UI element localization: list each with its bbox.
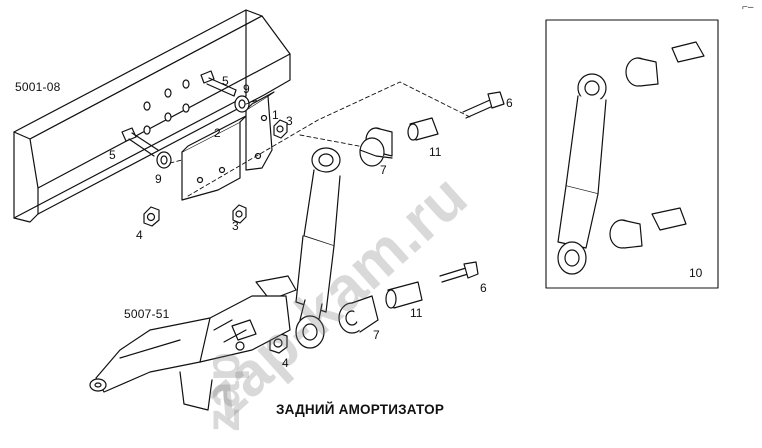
frame-rail	[13, 9, 291, 223]
callout-bolt-5-upper: 5	[222, 74, 229, 88]
bolt-6-lower	[439, 261, 479, 283]
detail-box-10	[545, 19, 719, 289]
sleeve-11-lower	[385, 281, 423, 309]
nut-3-upper	[273, 119, 288, 139]
watermark-secondary: zap	[197, 351, 250, 432]
callout-box-10: 10	[689, 266, 703, 280]
callout-sleeve-11-lower: 11	[410, 306, 423, 320]
callout-sleeve-11-upper: 11	[429, 145, 442, 159]
bracket-2	[181, 115, 247, 201]
callout-nut-3-upper: 3	[286, 114, 293, 128]
callout-washer-9-lower: 9	[155, 172, 162, 186]
callout-bushing-7-lower: 7	[373, 328, 380, 342]
bolt-5-upper	[200, 70, 237, 97]
callout-bracket-1: 1	[272, 108, 279, 122]
nut-3-lower	[232, 204, 247, 224]
corner-mark: ⌐–	[742, 2, 754, 13]
assembly-lines	[169, 81, 473, 197]
callout-bolt-6-upper: 6	[506, 96, 513, 110]
axle-bracket	[89, 275, 297, 411]
callout-nut-3-lower: 3	[232, 219, 239, 233]
bolt-5-lower	[121, 127, 159, 157]
washer-9-lower	[156, 151, 172, 169]
bolt-6-upper	[462, 91, 505, 119]
washer-9-upper	[234, 95, 250, 113]
bushing-7-upper	[359, 127, 393, 167]
sleeve-11-upper	[407, 117, 439, 141]
bushing-7-lower	[338, 295, 379, 334]
callout-nut-4-lower: 4	[282, 356, 289, 370]
callout-bolt-6-lower: 6	[480, 281, 487, 295]
assembly-code-axle: 5007-51	[124, 307, 170, 321]
assembly-code-frame: 5001-08	[15, 80, 61, 94]
diagram-title: ЗАДНИЙ АМОРТИЗАТОР	[276, 402, 445, 417]
callout-bracket-2: 2	[214, 126, 221, 140]
nut-4-upper	[143, 206, 160, 227]
callout-nut-4-upper: 4	[136, 228, 143, 242]
bracket-1	[245, 91, 275, 171]
shock-absorber	[295, 147, 341, 349]
callout-bushing-7-upper: 7	[380, 163, 387, 177]
callout-washer-9-upper: 9	[243, 82, 250, 96]
callout-bolt-5-lower: 5	[109, 148, 116, 162]
